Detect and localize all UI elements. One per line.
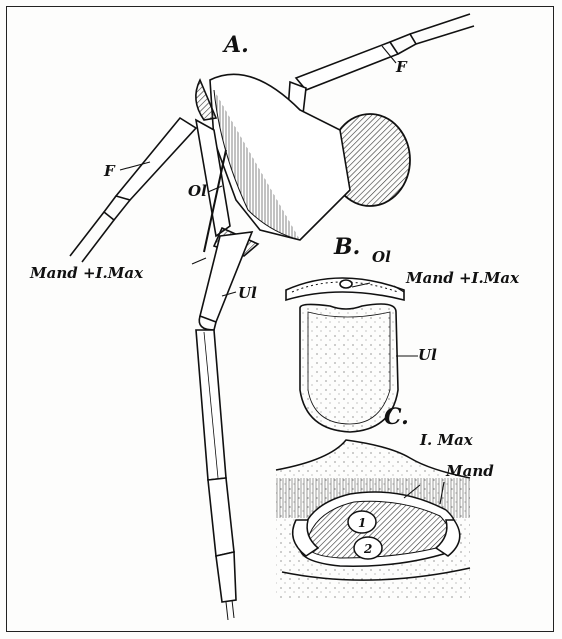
panel-c-letter: C. xyxy=(384,404,409,430)
label-ul-b: Ul xyxy=(418,346,437,364)
label-mand-c: Mand xyxy=(445,462,494,480)
label-mand-imax-b: Mand +I.Max xyxy=(405,269,520,287)
label-number-2: 2 xyxy=(363,542,372,556)
label-ol-a: Ol xyxy=(188,182,207,200)
label-f-left: F xyxy=(103,162,116,180)
panel-c-drawing xyxy=(276,440,470,600)
panel-b-letter: B. xyxy=(333,234,360,260)
label-number-1: 1 xyxy=(358,516,366,530)
label-ol-b: Ol xyxy=(372,248,391,266)
panel-a-letter: A. xyxy=(222,32,249,58)
label-ul-a: Ul xyxy=(238,284,257,302)
label-mand-imax-a: Mand +I.Max xyxy=(29,264,144,282)
label-f-right: F xyxy=(395,58,408,76)
label-imax-c: I. Max xyxy=(419,431,474,449)
